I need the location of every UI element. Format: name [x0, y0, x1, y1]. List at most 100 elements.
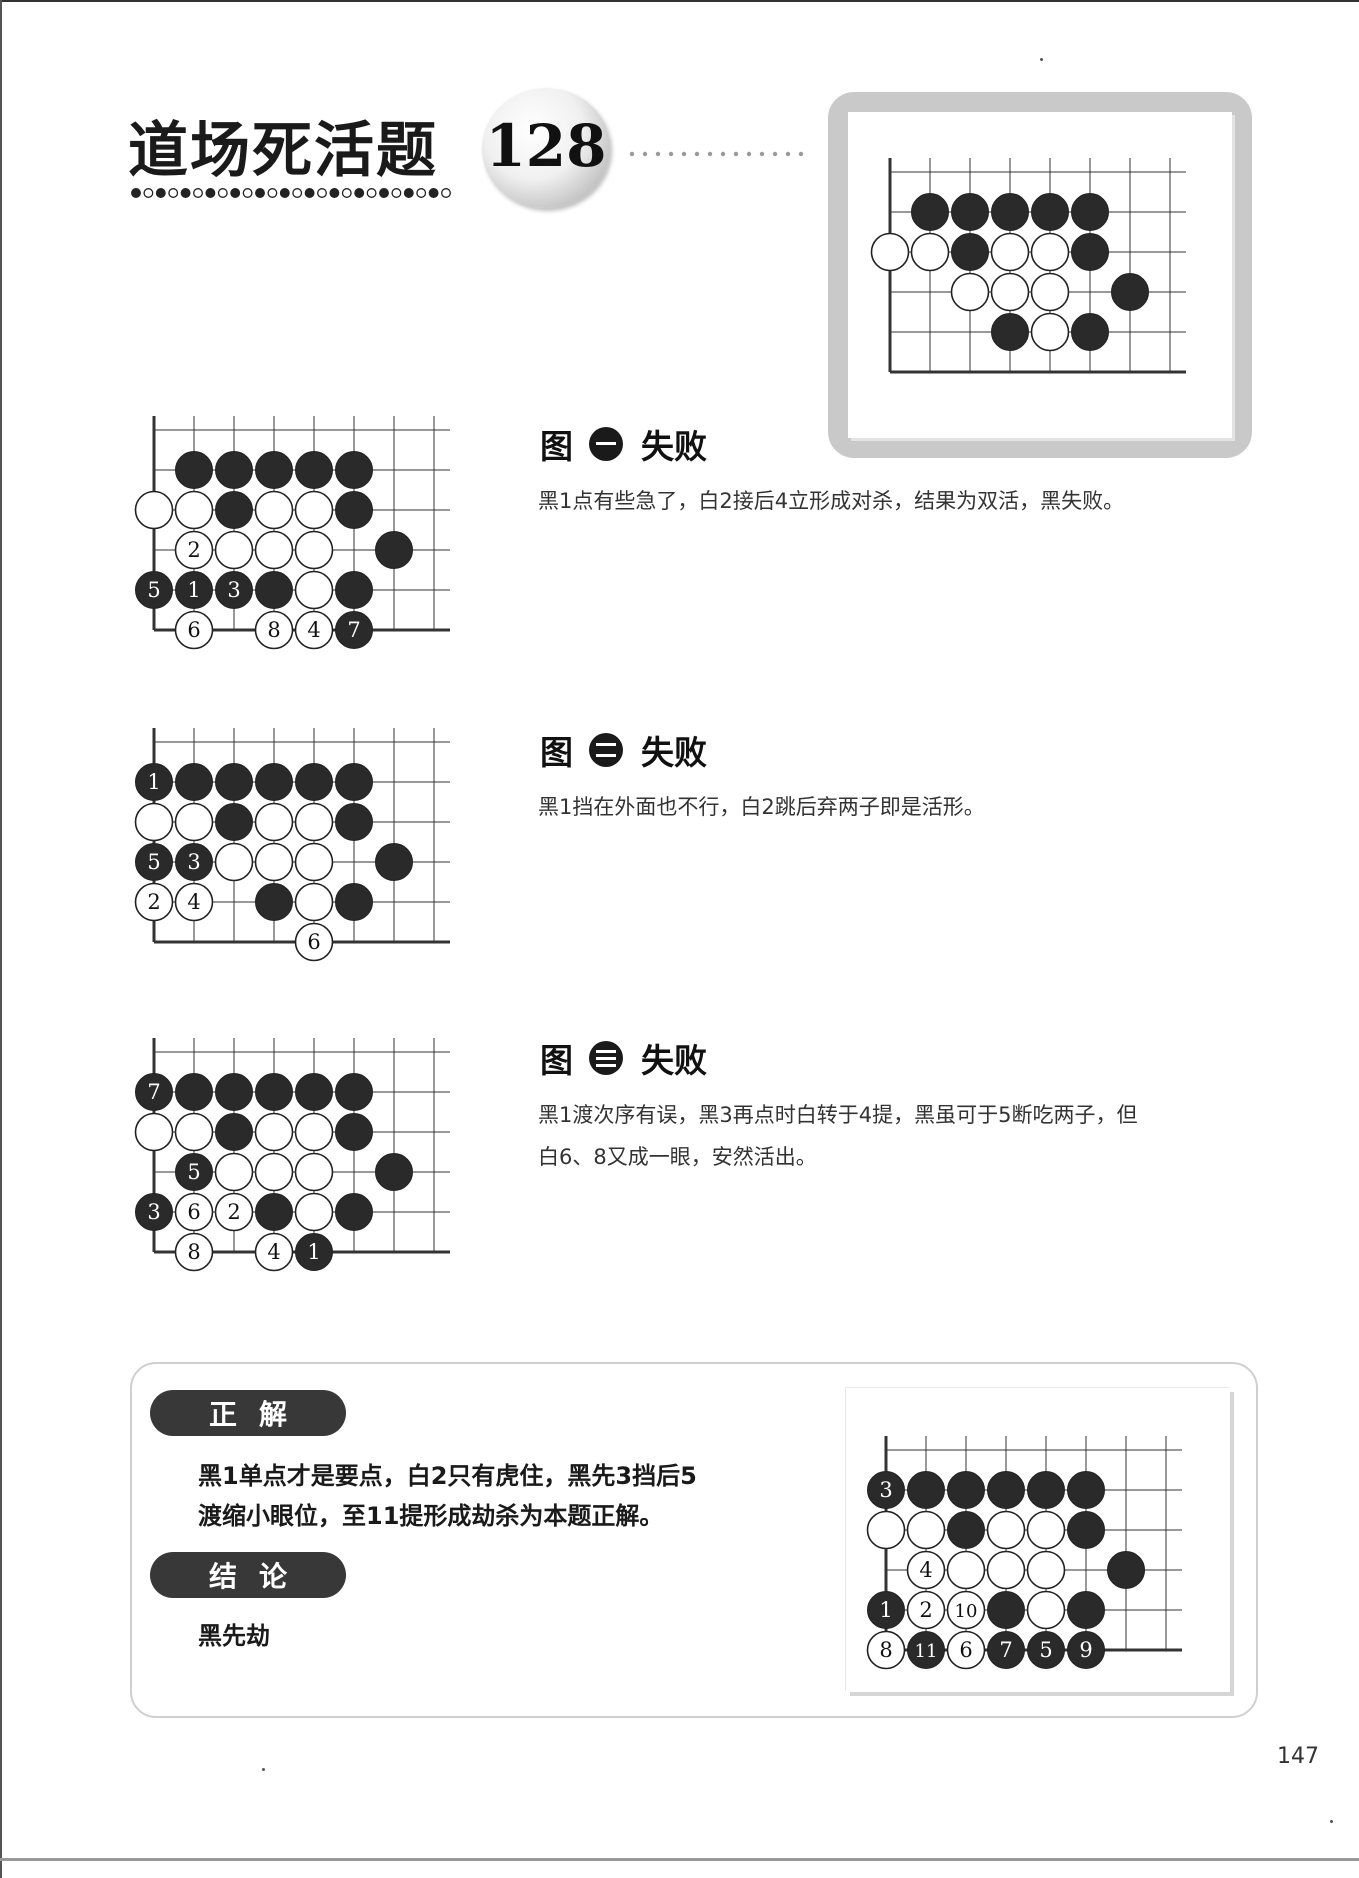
white-stone — [254, 1112, 294, 1152]
white-stone — [1030, 232, 1070, 272]
black-stone — [335, 491, 373, 529]
white-stone: 4 — [294, 610, 334, 650]
problem-board-panel — [848, 112, 1232, 438]
figure-3-text-line: 白6、8又成一眼，安然活出。 — [538, 1145, 817, 1169]
black-stone — [215, 803, 253, 841]
black-stone — [175, 1073, 213, 1111]
black-stone: 5 — [135, 843, 173, 881]
underline-dot — [379, 188, 389, 198]
black-stone — [255, 451, 293, 489]
leader-dot — [798, 151, 804, 157]
underline-dot — [217, 188, 228, 198]
underline-dot — [143, 188, 154, 198]
black-stone — [1071, 233, 1109, 271]
black-stone — [1071, 193, 1109, 231]
circled-number-two-icon — [589, 733, 623, 767]
black-stone: 1 — [135, 763, 173, 801]
white-stone — [294, 1192, 334, 1232]
black-stone — [255, 571, 293, 609]
scan-border-top — [0, 0, 1359, 2]
move-number: 1 — [307, 1240, 320, 1264]
underline-dot — [279, 188, 290, 198]
underline-dot — [317, 188, 327, 198]
move-number: 7 — [999, 1638, 1012, 1662]
figure-3-prefix: 图 — [540, 1041, 573, 1080]
figure-3-text: 黑1渡次序有误，黑3再点时白转于4提，黑虽可于5断吃两子，但 白6、8又成一眼，… — [538, 1094, 1137, 1178]
black-stone — [951, 233, 989, 271]
page-title: 道场死活题 — [128, 116, 438, 186]
white-stone: 10 — [946, 1590, 986, 1630]
black-stone — [1107, 1551, 1145, 1589]
leader-dot — [785, 151, 791, 157]
white-stone — [254, 490, 294, 530]
underline-dot — [441, 188, 451, 198]
white-stone — [910, 232, 950, 272]
black-stone — [951, 193, 989, 231]
move-number: 11 — [915, 1641, 938, 1662]
black-stone: 3 — [215, 571, 253, 609]
move-number: 10 — [955, 1601, 978, 1622]
black-stone: 11 — [907, 1631, 945, 1669]
correct-answer-text: 黑1单点才是要点，白2只有虎住，黑先3挡后5 渡缩小眼位，至11提形成劫杀为本题… — [198, 1456, 697, 1536]
move-number: 3 — [227, 578, 240, 602]
white-stone: 6 — [174, 1192, 214, 1232]
leader-dot — [772, 151, 778, 157]
move-number: 6 — [959, 1638, 972, 1662]
underline-dot — [391, 188, 402, 198]
white-stone — [1026, 1590, 1066, 1630]
move-number: 7 — [147, 1080, 160, 1104]
scan-speck — [1040, 58, 1043, 61]
black-stone — [907, 1471, 945, 1509]
figure-2-prefix: 图 — [540, 733, 573, 772]
underline-dot — [416, 188, 427, 198]
black-stone — [1067, 1471, 1105, 1509]
white-stone — [950, 272, 990, 312]
move-number: 8 — [267, 618, 280, 642]
white-stone — [866, 1510, 906, 1550]
move-number: 4 — [919, 1558, 932, 1582]
black-stone: 7 — [135, 1073, 173, 1111]
underline-dot — [329, 188, 340, 198]
black-stone — [295, 1073, 333, 1111]
underline-dot — [304, 188, 315, 198]
white-stone — [1030, 272, 1070, 312]
figure-3-heading: 图 失败 — [540, 1034, 707, 1082]
black-stone: 3 — [867, 1471, 905, 1509]
underline-dot — [341, 188, 352, 198]
black-stone — [335, 1073, 373, 1111]
leader-dot — [655, 151, 661, 157]
white-stone — [870, 232, 910, 272]
leader-dot — [759, 151, 765, 157]
white-stone — [294, 1112, 334, 1152]
circled-number-three-icon — [589, 1041, 623, 1075]
underline-dot — [180, 188, 191, 198]
white-stone — [174, 1112, 214, 1152]
black-stone — [375, 843, 413, 881]
black-stone — [1071, 313, 1109, 351]
black-stone — [991, 313, 1029, 351]
black-stone — [215, 1113, 253, 1151]
black-stone — [991, 193, 1029, 231]
move-number: 6 — [307, 930, 320, 954]
white-stone: 6 — [946, 1630, 986, 1670]
white-stone — [254, 842, 294, 882]
white-stone — [134, 802, 174, 842]
white-stone: 4 — [174, 882, 214, 922]
black-stone — [175, 451, 213, 489]
figure-2-result: 失败 — [641, 733, 707, 772]
black-stone: 1 — [175, 571, 213, 609]
black-stone — [335, 1193, 373, 1231]
move-number: 5 — [1039, 1638, 1052, 1662]
move-number: 2 — [187, 538, 200, 562]
underline-dot — [193, 188, 203, 198]
correct-answer-line: 渡缩小眼位，至11提形成劫杀为本题正解。 — [198, 1502, 664, 1530]
white-stone: 6 — [174, 610, 214, 650]
scan-border-bottom — [0, 1858, 1359, 1861]
white-stone — [986, 1510, 1026, 1550]
leader-dot — [746, 151, 752, 157]
white-stone — [990, 232, 1030, 272]
black-stone — [1067, 1511, 1105, 1549]
white-stone — [986, 1550, 1026, 1590]
